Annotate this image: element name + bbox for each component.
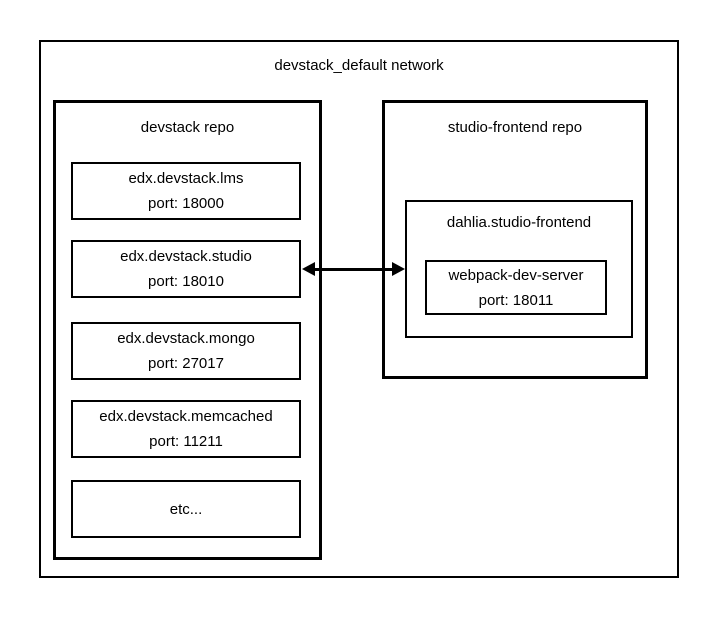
devstack-repo-box: devstack repo edx.devstack.lms port: 180… — [53, 100, 322, 560]
dahlia-container-box: dahlia.studio-frontend webpack-dev-serve… — [405, 200, 633, 338]
service-port: port: 11211 — [149, 433, 223, 450]
service-box-memcached: edx.devstack.memcached port: 11211 — [71, 400, 301, 458]
devstack-repo-title: devstack repo — [140, 119, 235, 136]
service-name: etc... — [169, 500, 203, 518]
studio-frontend-repo-box: studio-frontend repo dahlia.studio-front… — [382, 100, 648, 379]
studio-frontend-repo-title: studio-frontend repo — [447, 119, 583, 136]
service-box-studio: edx.devstack.studio port: 18010 — [71, 240, 301, 298]
service-box-etc: etc... — [71, 480, 301, 538]
bidirectional-arrow — [302, 262, 405, 276]
service-box-mongo: edx.devstack.mongo port: 27017 — [71, 322, 301, 380]
service-port: port: 18000 — [148, 195, 224, 212]
arrow-head-right-icon — [392, 262, 405, 276]
arrow-head-left-icon — [302, 262, 315, 276]
service-name: edx.devstack.mongo — [117, 330, 255, 347]
service-port: port: 18011 — [478, 291, 554, 309]
service-port: port: 18010 — [148, 273, 224, 290]
network-title: devstack_default network — [274, 57, 444, 74]
network-box: devstack_default network devstack repo e… — [39, 40, 679, 578]
service-name: edx.devstack.lms — [128, 170, 244, 187]
service-box-lms: edx.devstack.lms port: 18000 — [71, 162, 301, 220]
service-name: webpack-dev-server — [448, 266, 584, 284]
service-name: edx.devstack.memcached — [99, 408, 273, 425]
dahlia-container-title: dahlia.studio-frontend — [446, 214, 592, 231]
service-name: edx.devstack.studio — [120, 248, 252, 265]
service-port: port: 27017 — [148, 355, 224, 372]
arrow-shaft — [315, 267, 392, 271]
service-box-webpack-dev-server: webpack-dev-server port: 18011 — [425, 260, 607, 315]
